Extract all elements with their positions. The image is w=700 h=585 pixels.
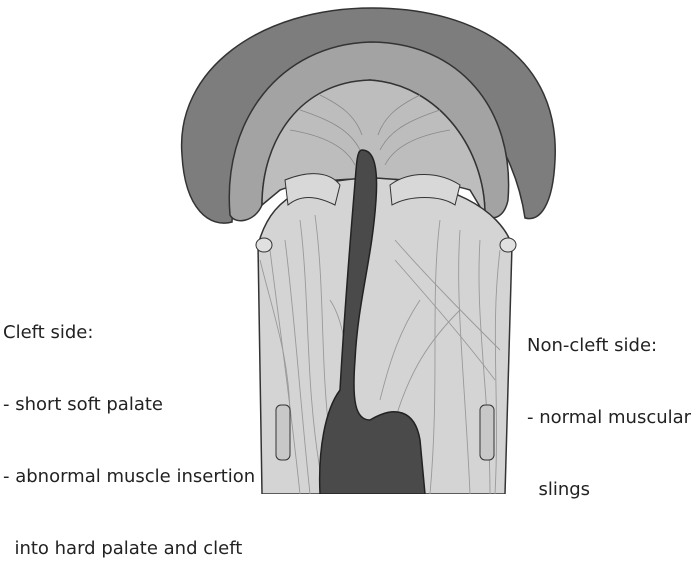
palate-illustration <box>180 7 556 494</box>
cleft-side-line: - short soft palate <box>3 394 164 415</box>
non-cleft-side-line: slings <box>527 479 591 500</box>
soft-palate-muscles <box>257 177 513 494</box>
right-knob <box>499 237 517 253</box>
cleft-side-line: into hard palate and cleft <box>3 538 243 559</box>
cleft-side-title: Cleft side: <box>3 322 94 343</box>
cleft <box>318 149 426 494</box>
non-cleft-side-label: Non-cleft side: - normal muscular slings <box>527 286 691 526</box>
cleft-side-line: - abnormal muscle insertion <box>3 466 256 487</box>
left-knob <box>255 237 273 253</box>
cleft-side-label: Cleft side: - short soft palate - abnorm… <box>3 273 255 585</box>
non-cleft-side-line: - normal muscular <box>527 407 692 428</box>
non-cleft-side-title: Non-cleft side: <box>527 335 658 356</box>
